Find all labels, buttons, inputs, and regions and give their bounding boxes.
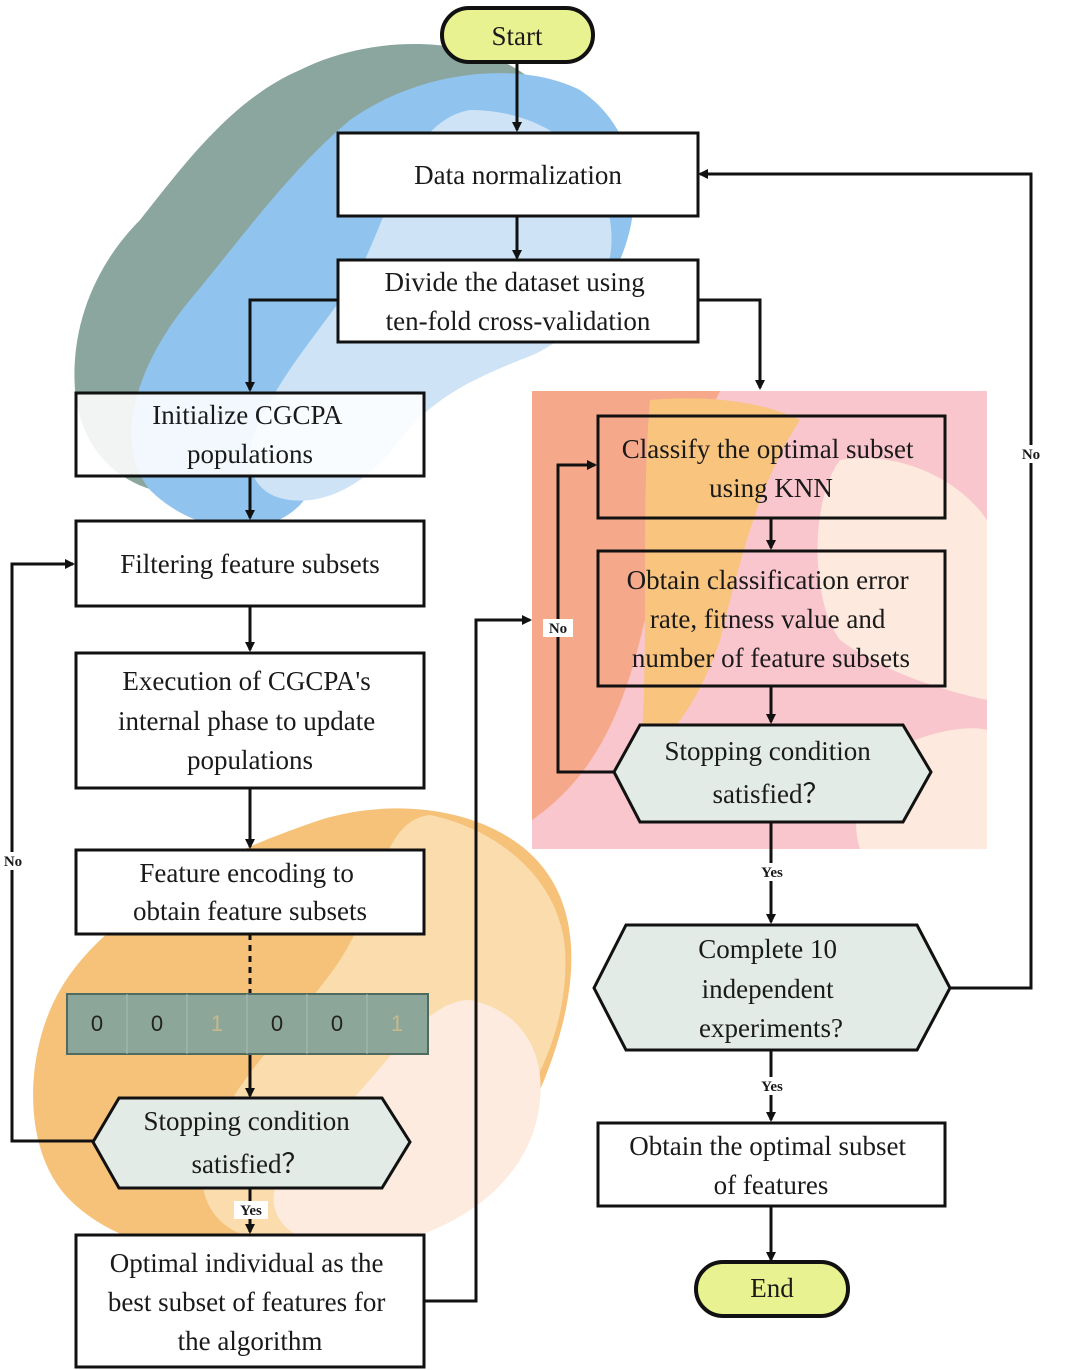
feature-bit-strip: 0 0 1 0 0 1 (66, 993, 429, 1055)
edge-outer-loop-no (698, 169, 1033, 990)
final-yes-label: Yes (761, 1079, 783, 1095)
data-normalization-label: Data normalization (414, 160, 622, 190)
divide-dataset-box: Divide the dataset using ten-fold cross-… (336, 258, 700, 344)
bit-cell-1: 0 (91, 1011, 103, 1036)
initialize-populations-label: Initialize CGCPA populations (152, 400, 348, 469)
execution-phase-box: Execution of CGCPA's internal phase to u… (74, 651, 426, 790)
end-label: End (750, 1273, 794, 1303)
edge-labels: No Yes No Yes No Yes (0, 445, 1046, 1219)
bit-cell-3: 1 (211, 1011, 223, 1036)
left-yes-label: Yes (240, 1203, 262, 1219)
initialize-populations-box: Initialize CGCPA populations (74, 391, 426, 478)
bit-cell-5: 0 (331, 1011, 343, 1036)
data-normalization-box: Data normalization (336, 131, 700, 218)
optimal-individual-box: Optimal individual as the best subset of… (74, 1233, 426, 1369)
edge-divide-init (245, 298, 338, 392)
bit-cell-2: 0 (151, 1011, 163, 1036)
obtain-optimal-subset-box: Obtain the optimal subset of features (596, 1121, 947, 1208)
stopping-condition-right-decision: Stopping condition satisfied？ (612, 723, 933, 824)
complete-experiments-decision: Complete 10 independent experiments? (592, 923, 952, 1052)
right-yes-label: Yes (761, 865, 783, 881)
connectors (10, 62, 1033, 1303)
complete-experiments-label: Complete 10 independent experiments? (698, 934, 843, 1043)
feature-encoding-label: Feature encoding to obtain feature subse… (133, 858, 367, 926)
bit-cell-4: 0 (271, 1011, 283, 1036)
stopping-condition-left-decision: Stopping condition satisfied？ (91, 1096, 412, 1190)
panel-gold-wave (640, 398, 800, 760)
filtering-subsets-label: Filtering feature subsets (120, 549, 379, 579)
execution-phase-label: Execution of CGCPA's internal phase to u… (118, 666, 382, 775)
classify-knn-label: Classify the optimal subset using KNN (622, 434, 920, 503)
edge-inner-loop-no (556, 460, 614, 774)
end-terminal: End (694, 1260, 850, 1318)
inner-loop-no-label: No (549, 621, 567, 637)
feature-encoding-box: Feature encoding to obtain feature subse… (74, 848, 426, 936)
obtain-error-label: Obtain classification error rate, fitnes… (627, 565, 916, 673)
optimal-individual-label: Optimal individual as the best subset of… (108, 1248, 392, 1356)
obtain-error-box: Obtain classification error rate, fitnes… (596, 549, 947, 688)
outer-loop-no-label: No (1022, 447, 1040, 463)
classify-knn-box: Classify the optimal subset using KNN (596, 414, 947, 520)
edge-optimal-panel (424, 615, 532, 1303)
start-terminal: Start (440, 6, 595, 64)
edge-divide-classify (698, 298, 765, 390)
left-loop-no-label: No (4, 854, 22, 870)
bit-cell-6: 1 (391, 1011, 403, 1036)
divide-dataset-label: Divide the dataset using ten-fold cross-… (385, 267, 652, 336)
obtain-optimal-subset-label: Obtain the optimal subset of features (629, 1131, 912, 1200)
stopping-condition-left-label: Stopping condition satisfied？ (143, 1106, 356, 1179)
stopping-condition-right-label: Stopping condition satisfied？ (664, 736, 877, 809)
filtering-subsets-box: Filtering feature subsets (74, 519, 426, 608)
start-label: Start (492, 21, 543, 51)
